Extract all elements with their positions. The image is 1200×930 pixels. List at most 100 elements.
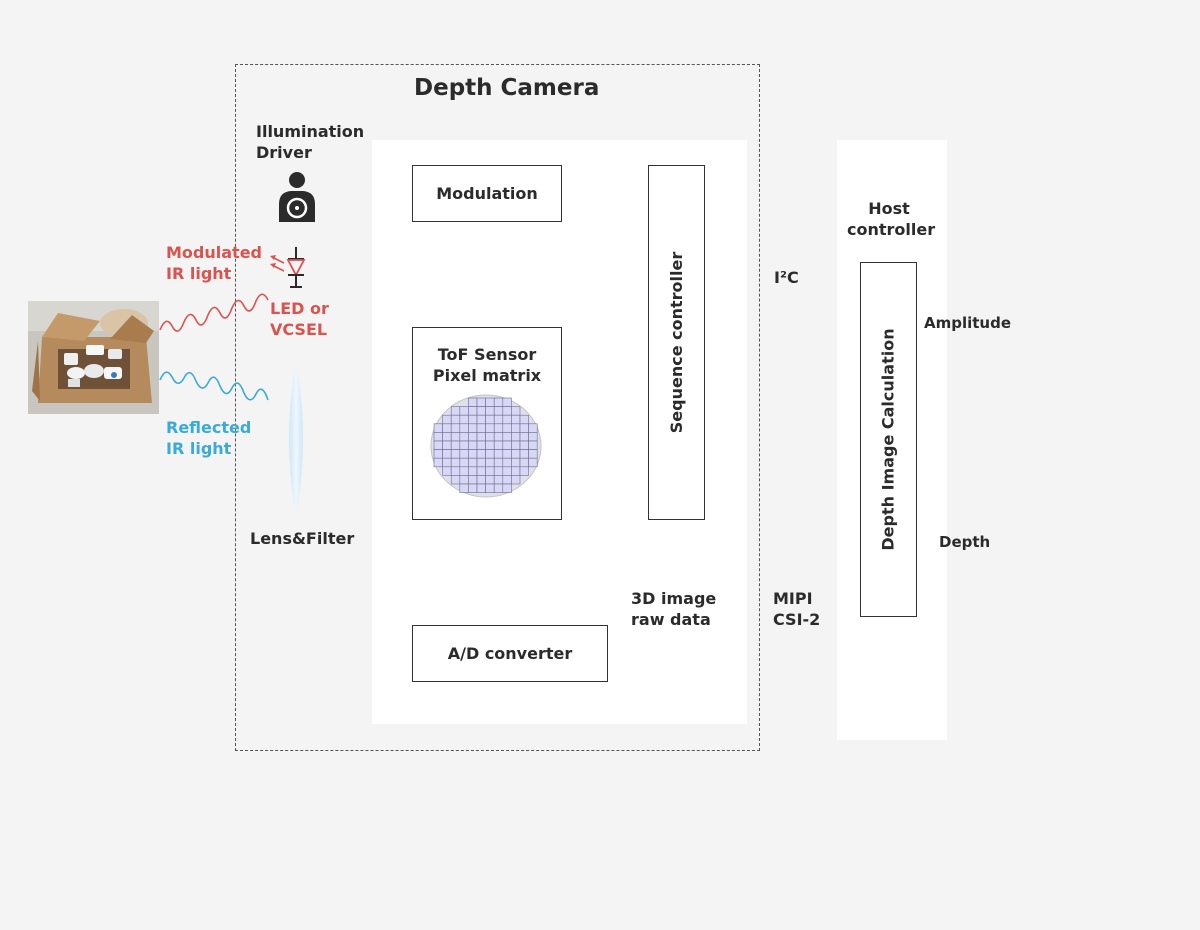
illumination-driver-label: Illumination Driver <box>256 122 365 162</box>
modulation-block: Modulation <box>412 165 562 222</box>
pixel-cell <box>485 423 495 433</box>
pixel-cell <box>493 449 504 459</box>
pixel-cell <box>450 440 461 450</box>
pixel-cell <box>485 449 495 459</box>
pixel-cell <box>485 397 495 407</box>
pixel-cell <box>519 423 529 433</box>
pixel-cell <box>459 406 469 416</box>
pixel-cell <box>433 449 443 459</box>
pixel-cell <box>485 483 495 493</box>
pixel-cell <box>476 440 486 450</box>
pixel-cell <box>485 440 495 450</box>
pixel-cell <box>519 440 529 450</box>
pixel-cell <box>468 466 478 476</box>
pixel-cell <box>485 414 495 425</box>
pixel-cell <box>511 475 521 485</box>
pixel-cell <box>519 466 529 476</box>
pixel-cell <box>519 432 529 442</box>
pixel-cell <box>459 475 469 485</box>
pixel-cell <box>459 483 469 493</box>
pixel-cell <box>493 432 504 442</box>
pixel-cell <box>433 457 443 468</box>
pixel-cell <box>442 449 452 459</box>
reflected-ir-wave <box>159 371 269 401</box>
pixel-cell <box>493 406 504 416</box>
pixel-cell <box>468 406 478 416</box>
pixel-cell <box>493 397 504 407</box>
led-vcsel-icon <box>270 247 306 288</box>
pixel-cell <box>528 449 538 459</box>
sequence-controller-block: Sequence controller <box>648 165 705 520</box>
pixel-cell <box>493 414 504 425</box>
pixel-cell <box>502 449 512 459</box>
pixel-cell <box>528 432 538 442</box>
driver-person-icon <box>279 172 315 222</box>
pixel-cell <box>459 432 469 442</box>
pixel-cell <box>511 423 521 433</box>
depth-image-calculation-label: Depth Image Calculation <box>879 328 898 551</box>
pixel-cell <box>511 432 521 442</box>
pixel-cell <box>511 406 521 416</box>
pixel-cell <box>511 449 521 459</box>
host-controller-label: Host controller <box>847 199 936 239</box>
pixel-cell <box>442 440 452 450</box>
pixel-cell <box>493 483 504 493</box>
pixel-cell <box>493 475 504 485</box>
pixel-cell <box>442 423 452 433</box>
pixel-cell <box>476 423 486 433</box>
pixel-cell <box>433 432 443 442</box>
pixel-cell <box>450 457 461 468</box>
pixel-cell <box>502 414 512 425</box>
pixel-cell <box>450 414 461 425</box>
pixel-cell <box>442 466 452 476</box>
raw-data-label: 3D image raw data <box>631 589 717 629</box>
pixel-cell <box>511 457 521 468</box>
pixel-cell <box>476 406 486 416</box>
pixel-cell <box>528 457 538 468</box>
pixel-cell <box>476 414 486 425</box>
lens-filter-icon <box>289 360 303 518</box>
pixel-cell <box>476 475 486 485</box>
pixel-cell <box>485 406 495 416</box>
pixel-cell <box>485 457 495 468</box>
pixel-cell <box>502 440 512 450</box>
pixel-cell <box>502 466 512 476</box>
pixel-cell <box>468 457 478 468</box>
mipi-label: MIPI CSI-2 <box>773 589 821 629</box>
light-waves <box>159 293 269 401</box>
pixel-cell <box>459 466 469 476</box>
pixel-cell <box>502 457 512 468</box>
pixel-cell <box>502 475 512 485</box>
reflected-ir-label: Reflected IR light <box>166 418 252 458</box>
pixel-cell <box>459 457 469 468</box>
pixel-cell <box>493 466 504 476</box>
depth-camera-title: Depth Camera <box>414 75 600 101</box>
i2c-label: I²C <box>774 268 799 287</box>
sequence-controller-label: Sequence controller <box>667 251 687 434</box>
pixel-cell <box>511 466 521 476</box>
pixel-cell <box>519 457 529 468</box>
pixel-cell <box>450 406 461 416</box>
led-vcsel-label: LED or VCSEL <box>270 299 329 339</box>
pixel-cell <box>459 440 469 450</box>
depth-image-calculation-block: Depth Image Calculation <box>860 262 917 617</box>
pixel-cell <box>442 432 452 442</box>
pixel-cell <box>450 449 461 459</box>
pixel-cell <box>476 466 486 476</box>
pixel-cell <box>502 432 512 442</box>
pixel-cell <box>442 414 452 425</box>
pixel-cell <box>502 483 512 493</box>
pixel-cell <box>528 423 538 433</box>
lens-filter-label: Lens&Filter <box>250 529 355 548</box>
pixel-cell <box>476 457 486 468</box>
pixel-cell <box>511 440 521 450</box>
pixel-cell <box>528 440 538 450</box>
pixel-cell <box>468 397 478 407</box>
pixel-cell <box>476 432 486 442</box>
pixel-cell <box>468 423 478 433</box>
pixel-cell <box>468 414 478 425</box>
pixel-cell <box>476 449 486 459</box>
pixel-cell <box>468 440 478 450</box>
depth-label: Depth <box>939 533 991 551</box>
pixel-cell <box>468 449 478 459</box>
